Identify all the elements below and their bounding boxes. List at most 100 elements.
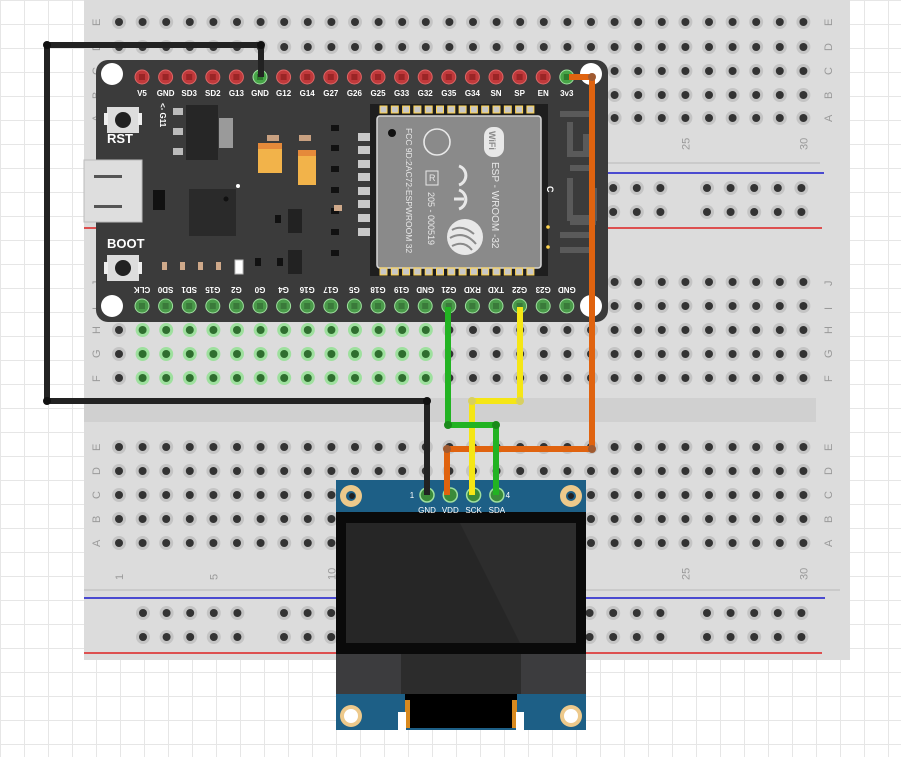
breadboard-hole-center [374,467,383,475]
breadboard-hole-center [775,302,784,310]
breadboard-hole-center [209,467,218,475]
breadboard-hole-center [634,539,643,547]
pin-label: G17 [323,285,339,294]
row-letter: F [823,375,835,382]
breadboard-hole-center [728,350,737,358]
breadboard-hole-center [587,467,595,475]
breadboard-hole-center [799,374,808,382]
sda-wire[interactable] [445,307,499,495]
pin-label: SN [490,89,501,98]
breadboard-hole-center [657,491,666,499]
row-letter: A [823,539,835,547]
breadboard-hole-center [233,374,241,382]
breadboard-hole-center [609,184,618,192]
breadboard-hole-center [115,491,123,499]
breadboard-hole-center [280,539,289,547]
breadboard-hole-center [610,539,619,547]
breadboard-hole-center [775,43,784,51]
breadboard-hole-center [138,515,147,523]
breadboard-hole-center [138,350,147,358]
breadboard-hole-center [610,278,619,286]
breadboard-hole-center [516,43,525,51]
breadboard-hole-center [799,67,808,75]
breadboard-hole-center [656,208,665,216]
breadboard-hole-center [539,350,548,358]
boot-button[interactable] [104,255,142,281]
breadboard-hole-center [752,18,761,26]
row-letter: H [91,326,103,334]
breadboard-hole-center [303,491,312,499]
oled-pin-label: VDD [442,506,459,515]
breadboard-hole-center [209,515,218,523]
column-number: 30 [798,568,810,580]
breadboard-hole-center [563,374,572,382]
breadboard-hole-center [469,374,477,382]
breadboard-hole-center [610,114,619,122]
pin-label: 3v3 [560,89,574,98]
breadboard-hole-center [209,539,218,547]
row-letter: F [91,375,103,382]
pin-label: RXD [464,285,481,294]
gnd-wire[interactable] [44,42,430,495]
breadboard-hole-center [728,278,737,286]
breadboard-hole-center [327,326,336,334]
breadboard-hole-center [185,515,194,523]
breadboard-hole-center [587,515,595,523]
breadboard-hole-center [705,467,713,475]
breadboard-hole-center [773,208,782,216]
breadboard-hole-center [752,43,761,51]
breadboard-hole-center [233,326,241,334]
sck-wire[interactable] [469,307,523,495]
breadboard-hole-center [327,515,336,523]
breadboard-hole-center [799,302,808,310]
breadboard-hole-center [681,67,690,75]
breadboard-hole-center [162,515,171,523]
breadboard-hole-center [445,43,454,51]
pin-pad [280,74,287,80]
rst-button[interactable] [104,107,142,133]
breadboard-hole-center [209,491,218,499]
breadboard-hole-center [280,467,289,475]
breadboard-hole-center [799,443,808,451]
breadboard-hole-center [186,609,195,617]
breadboard-hole-center [799,539,808,547]
breadboard-hole-center [398,443,407,451]
breadboard-hole-center [585,609,594,617]
pin-pad [351,303,358,309]
breadboard-hole-center [632,184,641,192]
breadboard-hole-center [634,491,643,499]
breadboard-hole-center [327,539,336,547]
breadboard-hole-center [752,491,761,499]
breadboard-hole-center [799,326,808,334]
pin-pad [209,74,216,80]
breadboard-hole-center [681,539,690,547]
breadboard-hole-center [775,114,784,122]
breadboard-hole-center [634,67,643,75]
breadboard-hole-center [185,18,194,26]
breadboard-hole-center [657,374,666,382]
pin-pad [162,74,169,80]
breadboard-hole-center [705,278,713,286]
oled-pin-label: GND [418,506,436,515]
breadboard-hole-center [752,374,761,382]
breadboard-hole-center [775,443,784,451]
row-letter: D [823,467,835,475]
column-number: 25 [680,568,692,580]
breadboard-hole-center [563,467,572,475]
module-pad [402,105,411,114]
fcc-logo-icon [423,128,451,156]
pin-pad [280,303,287,309]
breadboard-hole-center [233,609,242,617]
micro-usb-port[interactable] [83,159,143,223]
breadboard-hole-center [469,350,477,358]
breadboard-hole-center [351,374,359,382]
breadboard-hole-center [138,491,147,499]
breadboard-hole-center [185,326,194,334]
breadboard-hole-center [703,633,711,641]
breadboard-hole-center [657,67,666,75]
pin-label: G33 [394,89,410,98]
breadboard-hole-center [256,18,265,26]
breadboard-hole-center [775,374,784,382]
